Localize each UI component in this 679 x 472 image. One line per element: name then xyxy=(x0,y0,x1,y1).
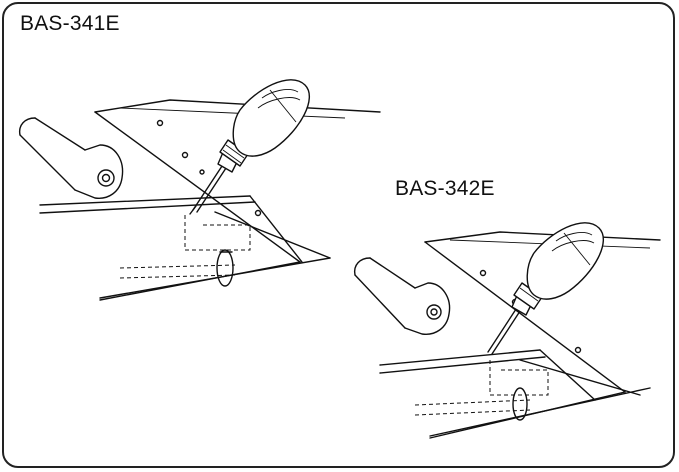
figure-frame xyxy=(2,2,675,468)
model-label-bas-341e: BAS-341E xyxy=(20,12,120,35)
model-label-bas-342e: BAS-342E xyxy=(395,177,495,200)
illustration-bas-341e xyxy=(18,79,381,301)
illustration-bas-342e xyxy=(353,222,661,439)
